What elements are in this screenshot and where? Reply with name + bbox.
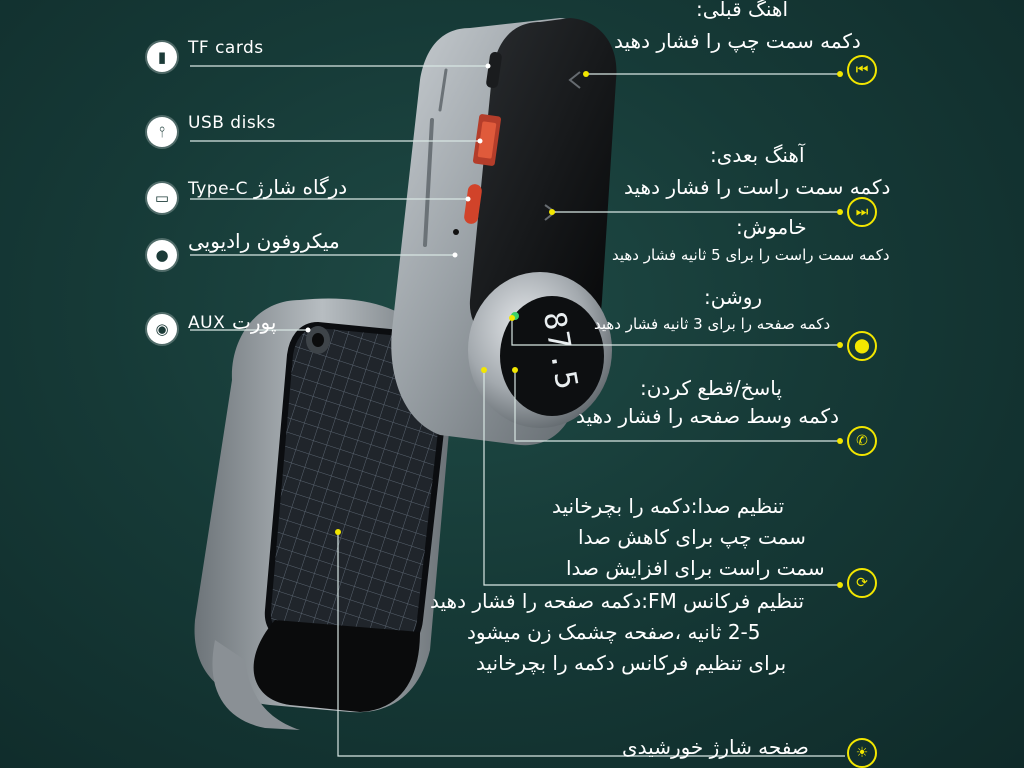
rotate-icon: ⟳ [847,568,877,598]
volume-line-1: تنظیم صدا:دکمه را بچرخانید [552,494,785,518]
charging-port-label: درگاه شارژ [254,175,348,199]
tf-cards-label: TF cards [188,38,264,58]
power-off-title: خاموش: [736,215,807,239]
call-desc: دکمه وسط صفحه را فشار دهید [576,404,839,428]
solar-label: صفحه شارژ خورشیدی [622,735,809,759]
aux-label: AUX [188,313,226,333]
usb-disks-label: USB disks [188,113,276,133]
usb-icon: ⫯ [147,117,177,147]
solar-arm [194,298,451,730]
sd-card-icon: ▮ [147,42,177,72]
leader-dots [335,71,843,588]
aux-port-label: پورت [232,310,277,334]
next-track-title: آهنگ بعدی: [710,143,805,167]
fm-line-2: 2-5 ثانیه ،صفحه چشمک زن میشود [467,620,761,644]
volume-line-3: سمت راست برای افزایش صدا [566,556,825,580]
power-icon: ⬤ [847,331,877,361]
next-track-desc: دکمه سمت راست را فشار دهید [624,175,891,199]
power-on-title: روشن: [704,285,763,309]
leader-lines [190,65,845,757]
aux-port [306,326,330,354]
sun-icon: ☀ [847,738,877,768]
left-leader-dots [305,63,491,333]
next-track-icon: ⏭ [847,197,877,227]
type-c-label: Type-C [188,179,249,199]
type-c-port-icon: ▭ [147,183,177,213]
fm-line-3: برای تنظیم فرکانس دکمه را بچرخانید [476,651,787,675]
aux-port-icon: ◉ [147,314,177,344]
microphone-label: میکروفون رادیویی [188,229,340,253]
display-knob [468,272,612,428]
power-on-desc: دکمه صفحه را برای 3 ثانیه فشار دهید [594,315,831,333]
call-title: پاسخ/قطع کردن: [640,376,782,400]
phone-icon: ✆ [847,426,877,456]
prev-track-title: آهنگ قبلی: [696,0,789,21]
previous-track-icon: ⏮ [847,55,877,85]
microphone-icon: ● [147,240,177,270]
volume-line-2: سمت چپ برای کاهش صدا [578,525,806,549]
prev-track-desc: دکمه سمت چپ را فشار دهید [614,29,861,53]
power-off-desc: دکمه سمت راست را برای 5 ثانیه فشار دهید [612,246,890,264]
fm-line-1: تنظیم فرکانس FM:دکمه صفحه را فشار دهید [430,589,805,613]
